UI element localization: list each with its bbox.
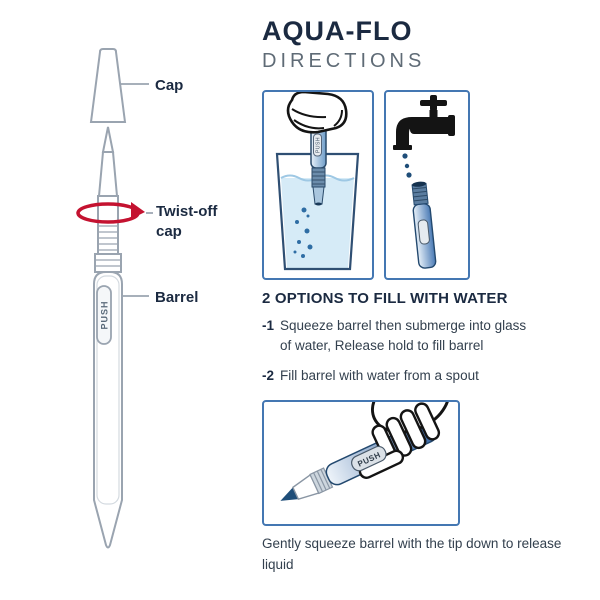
push-button-small [313, 133, 322, 157]
twist-off-cap-label: Twist-off cap [156, 203, 218, 241]
water-drops [402, 153, 412, 178]
push-button [96, 285, 112, 345]
squeeze-panel: PUSH [262, 400, 460, 526]
product-title: AQUA-FLO [262, 16, 413, 46]
push-button-angled [351, 445, 387, 472]
pen-diagram: PUSH [76, 48, 153, 549]
twist-arrowhead-icon [131, 202, 145, 219]
pen-collar [94, 253, 122, 273]
fill-glass-panel: PUSH [262, 90, 374, 280]
push-button-small [417, 219, 430, 245]
options-heading: 2 OPTIONS TO FILL WITH WATER [262, 290, 508, 307]
pen-cap [89, 48, 127, 123]
barrel-inner-line [96, 275, 120, 505]
pen-ferrule [97, 151, 119, 197]
step-2-number: -2 [262, 367, 275, 383]
squeeze-caption: Gently squeeze barrel with the tip down … [262, 536, 562, 572]
pen-nib [101, 126, 115, 153]
step-2: -2 Fill barrel with water from a spout [262, 366, 547, 386]
step-1-number: -1 [262, 318, 275, 333]
barrel-label: Barrel [155, 289, 199, 306]
directions-subtitle: DIRECTIONS [262, 50, 426, 72]
step-2-text: Fill barrel with water from a spout [280, 367, 479, 383]
pen-under-spout [411, 181, 437, 269]
barrel-opening [412, 181, 426, 187]
header: AQUA-FLO DIRECTIONS [262, 16, 425, 73]
faucet-illustration [393, 95, 455, 269]
faucet-icon [393, 95, 455, 150]
step-1-text: Squeeze barrel then submerge into glass … [280, 318, 527, 354]
finger-lines [291, 108, 343, 130]
fill-spout-panel [384, 90, 470, 280]
glass-illustration: PUSH [275, 92, 360, 271]
steps-list: -1 Squeeze barrel then submerge into gla… [262, 316, 547, 395]
push-label-small: PUSH [316, 137, 322, 153]
water-fill [281, 178, 354, 268]
squeeze-illustration: PUSH [280, 402, 451, 501]
step-1: -1 Squeeze barrel then submerge into gla… [262, 316, 547, 357]
glass-outline [275, 152, 360, 271]
pen-opening [315, 202, 322, 206]
cap-label: Cap [155, 77, 184, 94]
bubbles [293, 207, 313, 258]
hand-icon [286, 92, 348, 134]
push-button-label: PUSH [100, 300, 110, 329]
pen-mouth [312, 186, 325, 205]
